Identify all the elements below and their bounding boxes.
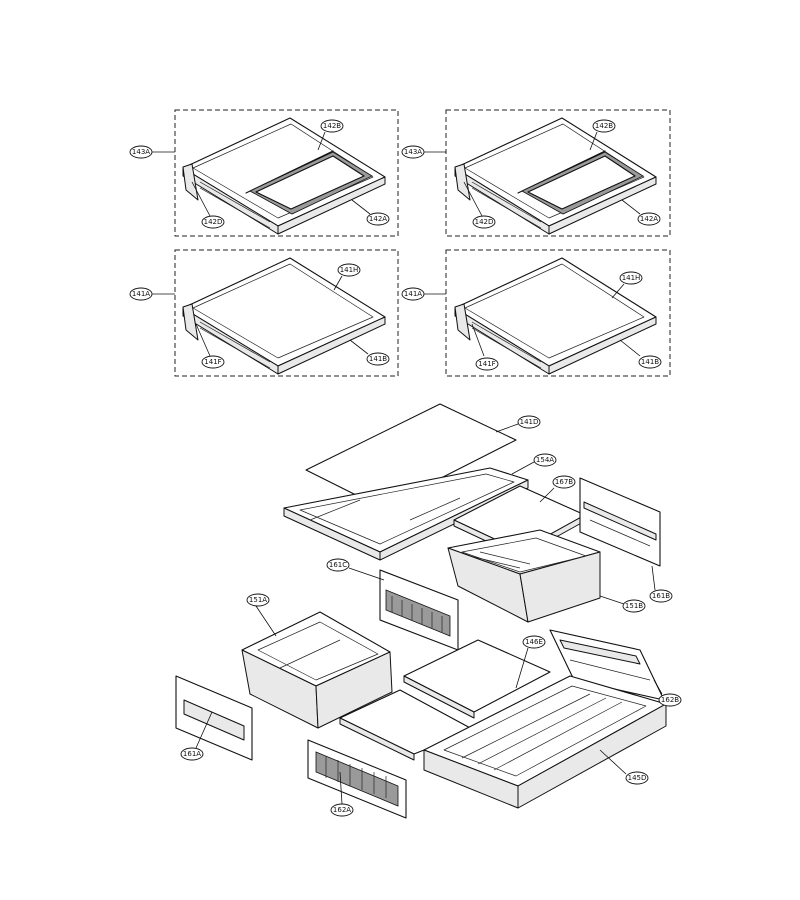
full-shelf-right xyxy=(454,257,657,375)
svg-text:162B: 162B xyxy=(661,696,679,704)
svg-text:141A: 141A xyxy=(132,290,150,298)
callout-142d-right: 142D xyxy=(472,215,496,229)
callout-167b: 167B xyxy=(552,475,576,489)
callout-141h-right: 141H xyxy=(619,271,643,285)
svg-text:141B: 141B xyxy=(641,358,659,366)
rail-panel-center xyxy=(379,569,459,651)
svg-text:142B: 142B xyxy=(323,122,341,130)
callout-141a-right: 141A xyxy=(401,287,425,301)
svg-text:167B: 167B xyxy=(555,478,573,486)
callout-141h-left: 141H xyxy=(337,263,361,277)
svg-text:141H: 141H xyxy=(622,274,641,282)
callout-146e: 146E xyxy=(522,635,546,649)
full-shelf-left xyxy=(182,257,386,375)
callout-143a-left: 143A xyxy=(129,145,153,159)
svg-text:143A: 143A xyxy=(404,148,422,156)
rail-lower-right xyxy=(549,629,665,701)
svg-text:161A: 161A xyxy=(183,750,201,758)
svg-text:141F: 141F xyxy=(204,358,221,366)
split-shelf-left xyxy=(182,117,386,235)
callout-141d: 141D xyxy=(517,415,541,429)
svg-text:142A: 142A xyxy=(640,215,658,223)
svg-text:141A: 141A xyxy=(404,290,422,298)
drawer-left xyxy=(241,611,393,729)
svg-text:143A: 143A xyxy=(132,148,150,156)
callout-142a-right: 142A xyxy=(637,212,661,226)
callout-141b-left: 141B xyxy=(366,352,390,366)
callout-141b-right: 141B xyxy=(638,355,662,369)
front-grille xyxy=(307,739,407,819)
svg-text:146E: 146E xyxy=(525,638,543,646)
callout-142b-left: 142B xyxy=(320,119,344,133)
svg-text:161C: 161C xyxy=(329,561,347,569)
callout-141f-left: 141F xyxy=(201,355,225,369)
svg-text:154A: 154A xyxy=(536,456,554,464)
svg-text:142D: 142D xyxy=(204,218,223,226)
callout-143a-right: 143A xyxy=(401,145,425,159)
front-panel-left xyxy=(175,675,253,761)
tray xyxy=(423,675,667,809)
callout-142d-left: 142D xyxy=(201,215,225,229)
callout-151a: 151A xyxy=(246,593,270,607)
svg-text:151B: 151B xyxy=(625,602,643,610)
drawer-right xyxy=(447,529,601,623)
svg-text:141F: 141F xyxy=(478,360,495,368)
svg-text:161B: 161B xyxy=(652,592,670,600)
callout-142b-right: 142B xyxy=(592,119,616,133)
callout-141f-right: 141F xyxy=(475,357,499,371)
svg-text:141B: 141B xyxy=(369,355,387,363)
callout-162a: 162A xyxy=(330,803,354,817)
shelf-box-top-right xyxy=(445,109,671,237)
svg-text:141D: 141D xyxy=(520,418,539,426)
svg-text:151A: 151A xyxy=(249,596,267,604)
callout-161a: 161A xyxy=(180,747,204,761)
callouts: 143A 142B 142D 142A 143A 142B 142D 142A … xyxy=(129,119,682,817)
callout-145d: 145D xyxy=(625,771,649,785)
callout-162b: 162B xyxy=(658,693,682,707)
callout-151b: 151B xyxy=(622,599,646,613)
callout-161c: 161C xyxy=(326,558,350,572)
split-shelf-right xyxy=(454,117,657,235)
svg-text:162A: 162A xyxy=(333,806,351,814)
svg-text:142B: 142B xyxy=(595,122,613,130)
svg-text:145D: 145D xyxy=(628,774,647,782)
svg-text:142A: 142A xyxy=(369,215,387,223)
center-glass-panel xyxy=(403,639,551,719)
shelf-box-bottom-right xyxy=(445,249,671,377)
svg-text:142D: 142D xyxy=(475,218,494,226)
callout-141a-left: 141A xyxy=(129,287,153,301)
callout-161b: 161B xyxy=(649,589,673,603)
svg-text:141H: 141H xyxy=(340,266,359,274)
callout-142a-left: 142A xyxy=(366,212,390,226)
rail-panel-right xyxy=(579,477,661,567)
callout-154a: 154A xyxy=(533,453,557,467)
shelf-box-top-left xyxy=(174,109,399,237)
shelf-box-bottom-left xyxy=(174,249,399,377)
